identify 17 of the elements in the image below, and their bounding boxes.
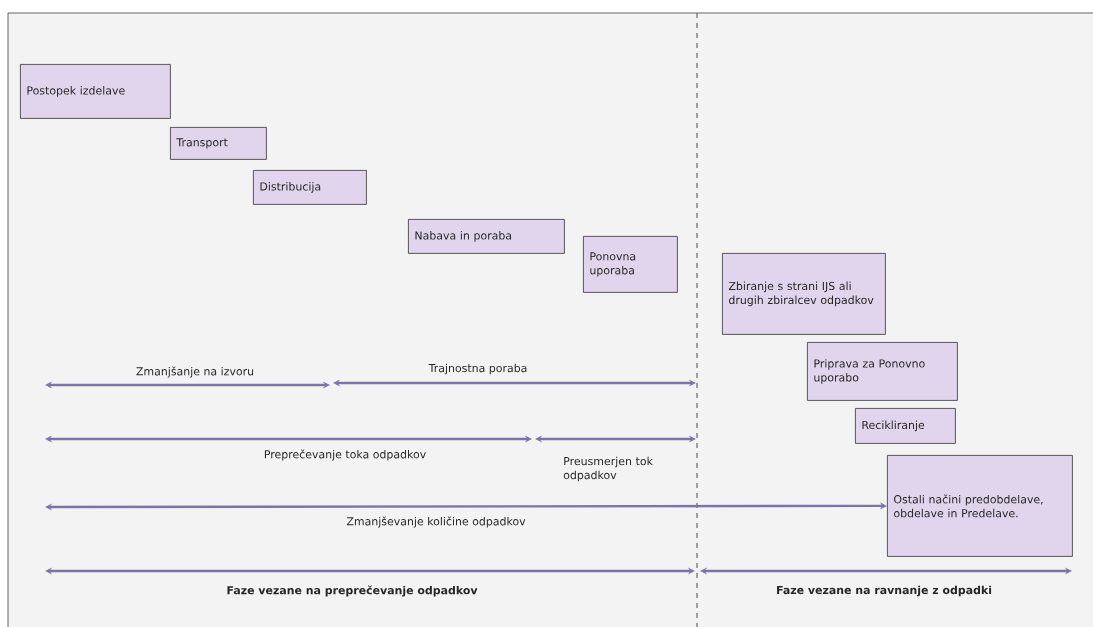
edge-label: Zmanjševanje količine odpadkov (346, 516, 526, 528)
phase-label: Faze vezane na preprečevanje odpadkov (227, 585, 478, 597)
process-box: Recikliranje (855, 408, 956, 444)
process-box: Ostali načini predobdelave, obdelave in Predelave. (887, 455, 1073, 557)
phase-label: Faze vezane na ravnanje z odpadki (777, 585, 992, 597)
range-label: Zmanjšanje na izvoru (136, 366, 254, 378)
range-label: Trajnostna poraba (428, 363, 527, 375)
process-box: Distribucija (253, 170, 367, 205)
process-box: Zbiranje s strani IJS ali drugih zbiralcev odpadkov (722, 253, 886, 335)
process-box: Nabava in poraba (408, 219, 565, 254)
range-label: Preprečevanje toka odpadkov (264, 449, 426, 461)
process-box: Priprava za Ponovno uporabo (807, 342, 958, 401)
range-arrow (45, 502, 887, 511)
range-label: Preusmerjen tok odpadkov (563, 456, 653, 482)
process-box: Ponovna uporaba (583, 236, 678, 293)
process-box: Transport (170, 127, 267, 160)
process-box: Postopek izdelave (20, 64, 171, 119)
